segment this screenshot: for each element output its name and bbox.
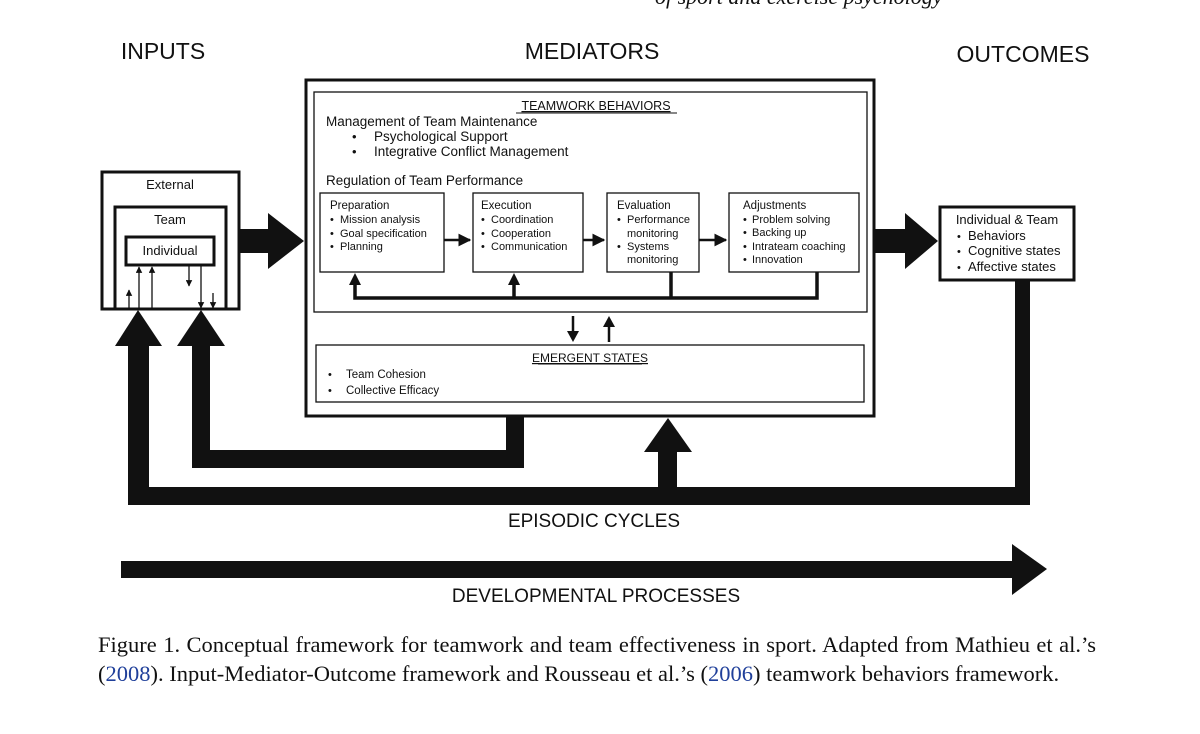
emergent-bullet: • [328,385,332,397]
preparation-item: Goal specification [340,228,427,240]
developmental-processes-label: DEVELOPMENTAL PROCESSES [452,586,740,607]
mediators-to-outcomes-arrow [874,213,938,269]
maintenance-item: Psychological Support [374,129,508,144]
maintenance-bullet: • [352,144,357,159]
caption-text: ) teamwork behaviors framework. [753,661,1060,686]
execution-item: Communication [491,241,567,253]
phase-bullet: • [330,241,334,253]
citation-link[interactable]: 2006 [708,661,754,686]
phase-bullet: • [481,241,485,253]
teamwork-emergent-arrows [567,316,615,342]
outcome-bullet: • [957,231,961,243]
evaluation-box [606,192,700,273]
individual-box [124,235,216,267]
preparation-title: Preparation [330,200,389,212]
outcomes-box-title: Individual & Team [956,212,1058,227]
execution-item: Coordination [491,214,553,226]
phase-bullet: • [330,214,334,226]
teamwork-behaviors-title: TEAMWORK BEHAVIORS [521,99,670,113]
episodic-cycle-loops [115,280,1030,505]
teamwork-behaviors-box [313,91,868,313]
adjustments-box [728,192,860,273]
evaluation-item: monitoring [627,254,678,266]
adjustments-title: Adjustments [743,200,807,212]
outcome-item: Affective states [968,259,1056,274]
outcome-item: Cognitive states [968,243,1061,258]
phase-bullet: • [617,214,621,226]
developmental-arrow [121,544,1047,595]
preparation-item: Planning [340,241,383,253]
phase-bullet: • [743,214,747,226]
adjustments-item: Backing up [752,227,806,239]
evaluation-item: Performance [627,214,690,226]
execution-box [472,192,584,273]
emergent-item: Collective Efficacy [346,385,439,397]
episodic-cycles-label: EPISODIC CYCLES [508,511,680,532]
execution-title: Execution [481,200,532,212]
phase-bullet: • [481,228,485,240]
phase-bullet: • [330,228,334,240]
adjustments-item: Problem solving [752,214,830,226]
outcomes-heading: OUTCOMES [957,41,1090,67]
evaluation-item: monitoring [627,228,678,240]
caption-text: ). Input-Mediator-Outcome framework and … [150,661,709,686]
maintenance-item: Integrative Conflict Management [374,144,569,159]
phase-bullet: • [743,241,747,253]
evaluation-title: Evaluation [617,200,671,212]
outcome-bullet: • [957,246,961,258]
phase-feedback-loop [349,272,819,300]
emergent-bullet: • [328,369,332,381]
outcome-bullet: • [957,262,961,274]
phase-bullet: • [617,241,621,253]
header-fragment: of sport and exercise psychology [655,0,943,9]
preparation-box [319,192,445,273]
maintenance-bullet: • [352,129,357,144]
phase-bullet: • [743,254,747,266]
external-box [100,170,241,311]
emergent-states-box [315,344,865,403]
external-label: External [146,177,194,192]
teamwork-framework-diagram: of sport and exercise psychology INPUTS … [100,0,1090,607]
adjustments-item: Innovation [752,254,803,266]
individual-label: Individual [143,243,198,258]
team-label: Team [154,212,186,227]
adjustments-item: Intrateam coaching [752,241,846,253]
emergent-states-title: EMERGENT STATES [532,351,648,365]
inputs-to-mediators-arrow [239,213,304,269]
phase-bullet: • [743,227,747,239]
outcomes-box [938,205,1076,282]
execution-item: Cooperation [491,228,551,240]
inputs-heading: INPUTS [121,38,205,64]
outcome-item: Behaviors [968,228,1026,243]
regulation-title: Regulation of Team Performance [326,173,523,188]
phase-bullet: • [481,214,485,226]
caption-text: Figure 1. Conceptual framework for teamw… [98,632,1096,686]
preparation-item: Mission analysis [340,214,421,226]
figure-caption: Figure 1. Conceptual framework for teamw… [98,630,1096,688]
maintenance-title: Management of Team Maintenance [326,114,537,129]
team-box [113,205,228,311]
input-internal-arrows [125,265,217,309]
mediators-heading: MEDIATORS [525,38,660,64]
evaluation-item: Systems [627,241,670,253]
emergent-item: Team Cohesion [346,369,426,381]
citation-link[interactable]: 2008 [105,661,151,686]
